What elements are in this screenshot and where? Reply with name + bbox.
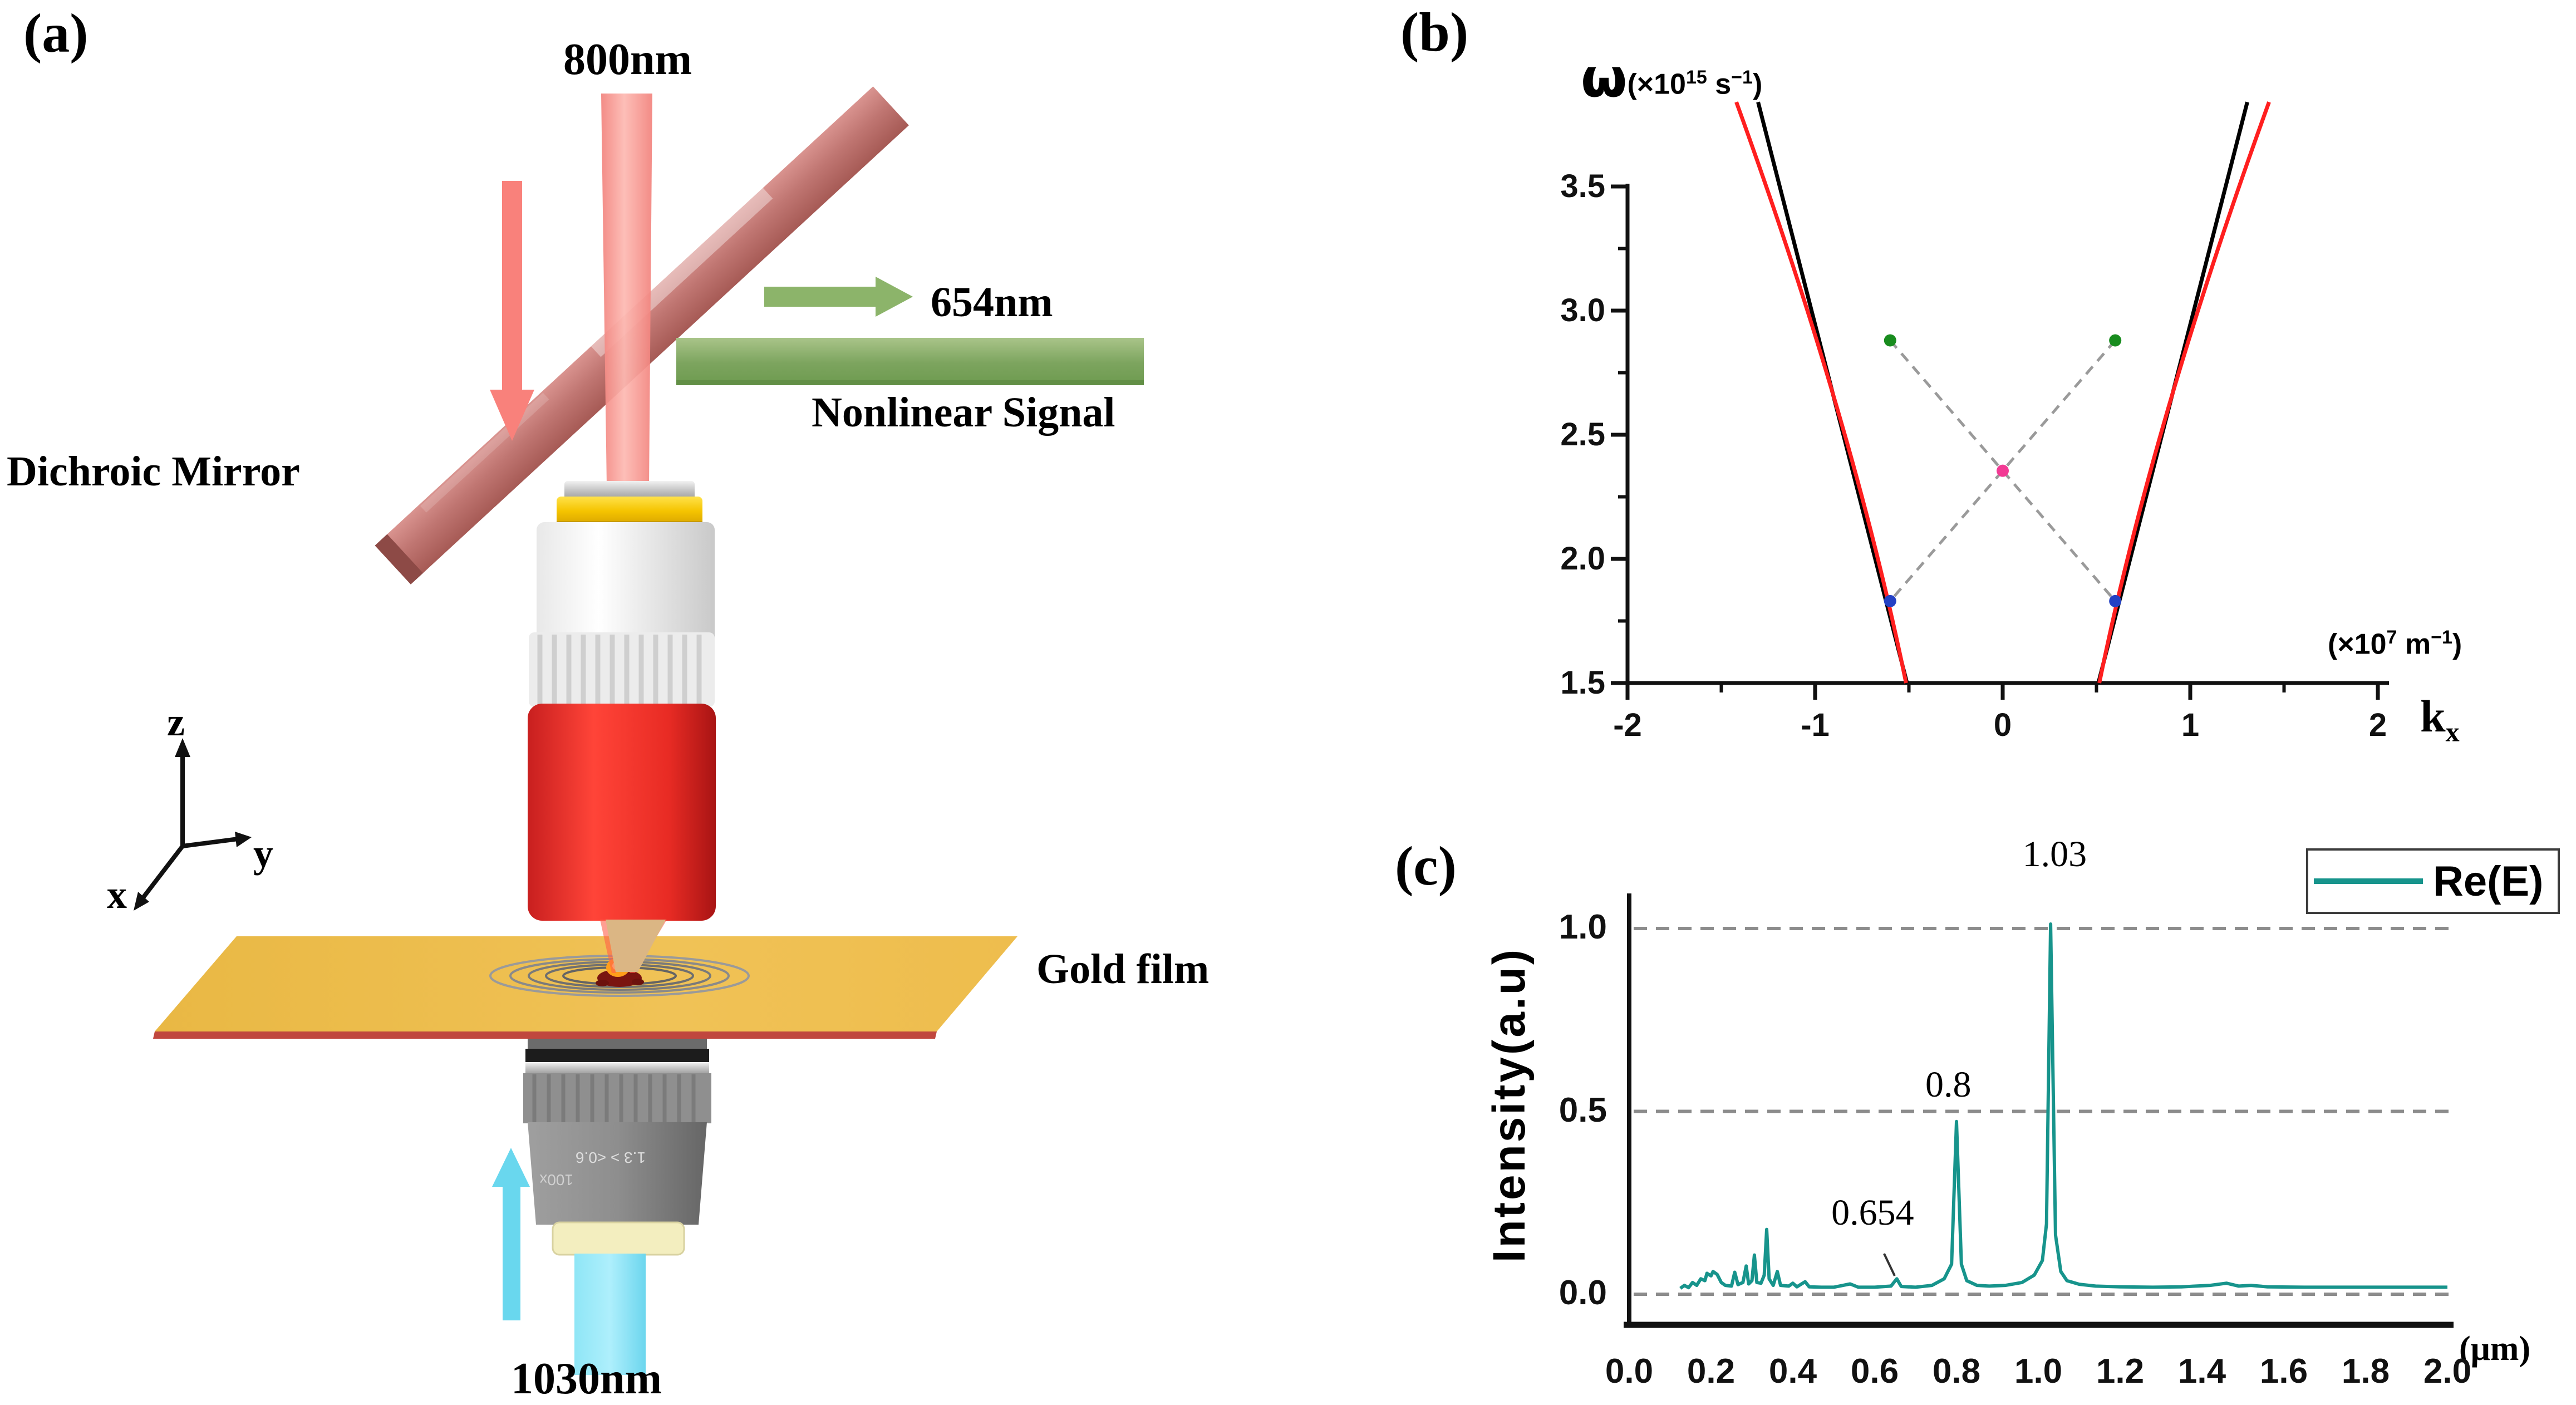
c-y-tick-label: 0.5	[1559, 1090, 1607, 1129]
focus-cone	[600, 920, 667, 973]
beam-1030nm-label: 1030nm	[511, 1354, 662, 1403]
b-dot-signal-654nm	[1884, 334, 1896, 347]
axis-z-label: z	[167, 700, 185, 744]
c-x-tick-label: 0.0	[1605, 1352, 1654, 1391]
c-x-tick-label: 1.0	[2014, 1352, 2063, 1391]
b-dashed-phase-matching-line	[1889, 339, 2117, 602]
beam-1030nm	[574, 1254, 646, 1375]
b-curve-spp-dispersion	[2097, 101, 2271, 684]
legend-line-swatch-icon	[2314, 878, 2423, 884]
b-y-tick-label: 1.5	[1560, 665, 1605, 701]
axis-x-label: x	[107, 872, 127, 917]
b-curve-spp-dispersion	[1734, 101, 1908, 684]
nonlinear-signal-label: Nonlinear Signal	[812, 389, 1115, 436]
objective-tip-ring	[552, 1221, 685, 1256]
c-x-tick-label: 0.4	[1768, 1352, 1817, 1391]
b-x-tick-label: 2	[2368, 707, 2387, 743]
b-y-tick-label: 3.0	[1560, 292, 1605, 328]
gold-film-label: Gold film	[1036, 946, 1210, 993]
gold-film	[153, 936, 1017, 1039]
b-x-tick-label: -1	[1801, 707, 1830, 743]
beam-800nm-label: 800nm	[563, 35, 692, 84]
signal-654nm-label: 654nm	[931, 279, 1053, 326]
objective-red-body	[528, 704, 716, 921]
legend-label: Re(E)	[2433, 857, 2544, 905]
b-dot-signal-654nm	[2109, 334, 2122, 347]
coordinate-axes-icon	[134, 738, 252, 911]
b-x-tick-label: 0	[1993, 707, 2012, 743]
objective-knurl-ring	[529, 632, 715, 707]
objective-marking-text-2: 100x	[539, 1171, 573, 1188]
b-y-tick-label: 2.5	[1560, 416, 1605, 453]
panel-a-tag: (a)	[23, 2, 89, 64]
panel-b-tag: (b)	[1400, 1, 1469, 63]
c-peak-annotation: 1.03	[2022, 834, 2087, 875]
panel-c-tag: (c)	[1395, 835, 1457, 897]
b-x-axis-symbol: kx	[2420, 691, 2460, 748]
dispersion-plot	[1611, 101, 2389, 700]
c-x-tick-label: 1.8	[2341, 1352, 2390, 1391]
arrow-up-cyan-icon	[492, 1148, 530, 1320]
b-x-tick-label: 1	[2181, 707, 2200, 743]
b-x-tick-label: -2	[1613, 707, 1642, 743]
c-x-tick-label: 0.8	[1932, 1352, 1981, 1391]
b-y-tick-label: 3.5	[1560, 168, 1605, 204]
c-x-tick-label: 1.2	[2096, 1352, 2145, 1391]
c-legend: Re(E)	[2306, 848, 2560, 914]
omega-symbol: ω	[1581, 47, 1628, 109]
spectrum-plot	[1624, 893, 2454, 1328]
b-y-tick-label: 2.0	[1560, 541, 1605, 577]
c-x-axis-unit: (μm)	[2459, 1330, 2531, 1368]
beam-800nm	[601, 94, 652, 485]
beam-654nm-signal	[676, 338, 1144, 385]
c-x-tick-label: 1.6	[2259, 1352, 2308, 1391]
b-y-axis-title: ω (×1015 s−1)	[1581, 51, 1762, 105]
b-x-axis-units: (×107 m−1)	[2328, 627, 2462, 661]
c-annotation-pointer	[1883, 1253, 1896, 1276]
axis-y-label: y	[253, 831, 273, 876]
lower-objective: 1.3 > <0.6 100x	[523, 1033, 711, 1256]
b-dot-pump-1030nm	[2109, 595, 2122, 607]
c-x-tick-label: 0.2	[1687, 1352, 1736, 1391]
arrow-right-green-icon	[764, 277, 913, 317]
b-y-axis-units: (×1015 s−1)	[1627, 67, 1763, 101]
c-peak-annotation: 0.654	[1831, 1192, 1914, 1234]
arrow-down-red-icon	[490, 181, 534, 441]
upper-objective	[528, 481, 716, 921]
objective-marking-text: 1.3 > <0.6	[576, 1149, 646, 1166]
c-y-tick-label: 1.0	[1559, 908, 1607, 946]
b-dashed-phase-matching-line	[1889, 339, 2117, 602]
b-dot-pump-1030nm	[1884, 595, 1896, 607]
c-y-tick-label: 0.0	[1559, 1274, 1607, 1312]
dichroic-mirror-label: Dichroic Mirror	[7, 448, 300, 495]
b-dot-mixing-800nm	[1997, 464, 2009, 477]
c-spectrum-curve	[1679, 922, 2447, 1290]
c-x-tick-label: 0.6	[1850, 1352, 1899, 1391]
c-peak-annotation: 0.8	[1925, 1064, 1972, 1106]
c-x-tick-label: 2.0	[2423, 1352, 2472, 1391]
c-x-tick-label: 1.4	[2177, 1352, 2226, 1391]
